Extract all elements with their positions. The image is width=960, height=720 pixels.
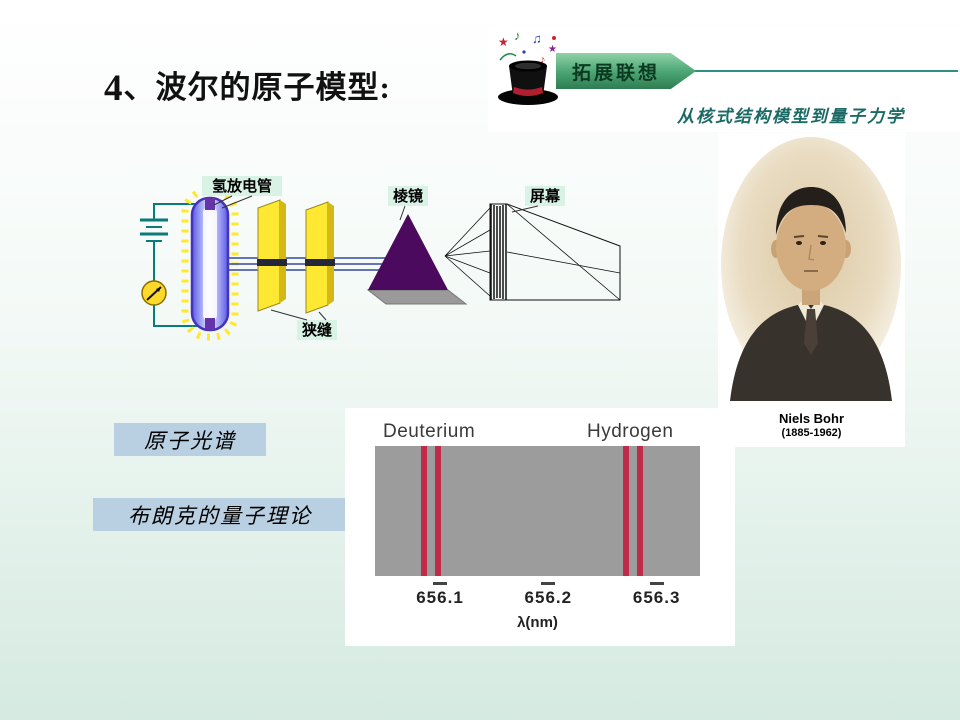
banner-subtitle: 从核式结构模型到量子力学 xyxy=(677,107,905,126)
magic-hat-icon: ★ ♪ ♫ ★ ♪ xyxy=(498,30,558,105)
screen-wireframe xyxy=(444,203,621,301)
axis-tick xyxy=(433,582,447,585)
svg-text:屏幕: 屏幕 xyxy=(530,187,561,205)
screen-label: 屏幕 xyxy=(511,186,565,213)
banner-divider-line xyxy=(600,70,958,72)
spectral-line-hydrogen xyxy=(623,446,630,576)
bohr-portrait: Niels Bohr (1885-1962) xyxy=(718,133,905,447)
portrait-years: (1885-1962) xyxy=(781,427,842,440)
title-text: 、波尔的原子模型: xyxy=(123,70,391,105)
spectrum-strip xyxy=(375,446,700,576)
ammeter-icon xyxy=(141,280,167,306)
page-title: 4、波尔的原子模型: xyxy=(104,62,391,110)
svg-text:♫: ♫ xyxy=(532,31,542,46)
title-number: 4 xyxy=(104,68,124,109)
bohr-photo xyxy=(721,137,901,401)
banner-ribbon: 拓展联想 xyxy=(556,53,696,89)
svg-text:★: ★ xyxy=(498,35,509,49)
axis-tick xyxy=(649,582,664,585)
tube-label: 氢放电管 xyxy=(202,176,282,209)
series-label-deuterium: Deuterium xyxy=(383,421,476,442)
svg-text:♪: ♪ xyxy=(514,30,521,43)
series-label-hydrogen: Hydrogen xyxy=(587,421,674,442)
x-axis-label: λ(nm) xyxy=(517,614,558,631)
battery-icon xyxy=(140,218,168,242)
portrait-name: Niels Bohr xyxy=(778,411,844,426)
spectrum-chart: Deuterium Hydrogen 656.1 656.2 656.3 λ(nm) xyxy=(345,408,735,646)
svg-text:棱镜: 棱镜 xyxy=(393,187,423,205)
spectral-line-deuterium xyxy=(420,446,427,576)
axis-tick-label: 656.2 xyxy=(524,588,573,607)
prism-shape xyxy=(366,214,468,305)
sparkles-icon: ★ ♪ ♫ ★ ♪ xyxy=(498,30,557,66)
top-hat-icon xyxy=(498,60,558,105)
slit-plate-1 xyxy=(257,199,287,312)
prism-label: 棱镜 xyxy=(388,186,428,221)
svg-text:氢放电管: 氢放电管 xyxy=(212,177,272,195)
svg-text:★: ★ xyxy=(548,44,557,55)
spectrum-axis: 656.1 656.2 656.3 xyxy=(345,576,735,621)
svg-text:♪: ♪ xyxy=(540,54,546,66)
axis-tick-label: 656.3 xyxy=(632,588,681,607)
banner-ribbon-label: 拓展联想 xyxy=(572,62,661,84)
svg-text:狭缝: 狭缝 xyxy=(301,321,332,339)
slit-plate-2 xyxy=(305,201,335,314)
portrait-caption: Niels Bohr (1885-1962) xyxy=(718,411,905,441)
axis-tick xyxy=(541,582,556,585)
discharge-tube xyxy=(181,187,239,341)
spectral-line-hydrogen xyxy=(637,446,644,576)
tag-quantum-theory: 布朗克的量子理论 xyxy=(93,498,347,531)
slit-label: 狭缝 xyxy=(270,309,337,340)
tag-atomic-spectrum: 原子光谱 xyxy=(114,423,266,456)
spectral-line-deuterium xyxy=(434,446,441,576)
axis-tick-label: 656.1 xyxy=(416,588,464,607)
apparatus-diagram: 氢放电管 狭缝 xyxy=(140,176,621,341)
